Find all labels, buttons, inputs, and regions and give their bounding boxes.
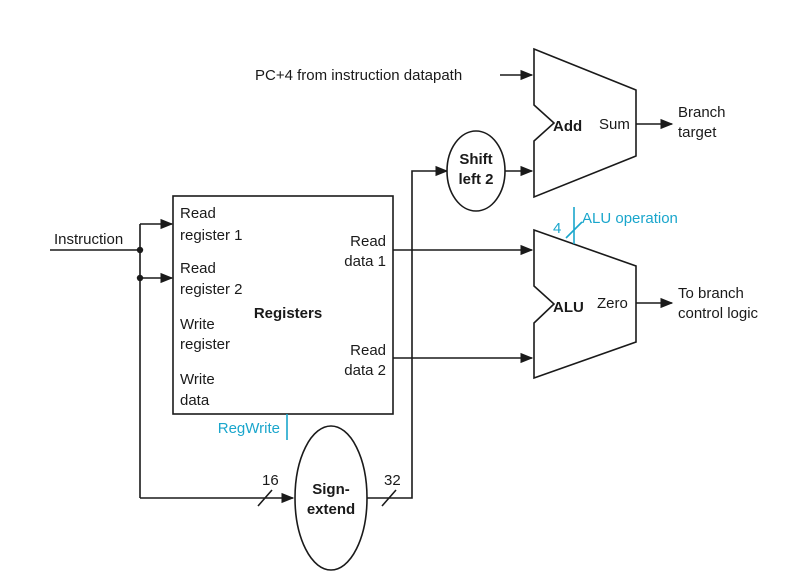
branch-target-label-line2: target [678, 124, 717, 141]
read-register-1-label-line2: register 1 [180, 227, 243, 244]
alu-unit [533, 228, 637, 380]
shift-left-label-line2: left 2 [458, 171, 493, 188]
sign-extend-input-width: 16 [262, 472, 279, 489]
alu-operation-width: 4 [553, 220, 561, 237]
write-register-label-line1: Write [180, 316, 215, 333]
junction-dot [136, 246, 144, 254]
read-register-2-label-line2: register 2 [180, 281, 243, 298]
read-data-2-label-line1: Read [350, 342, 386, 359]
write-data-label-line1: Write [180, 371, 215, 388]
adder-title: Add [553, 118, 582, 135]
sign-extend-output-width: 32 [384, 472, 401, 489]
bus-width-slash-32 [381, 489, 397, 507]
read-data-1-label-line2: data 1 [344, 253, 386, 270]
alu-operation-label: ALU operation [582, 210, 678, 227]
sign-extend-unit [294, 425, 368, 571]
read-data-2-label-line2: data 2 [344, 362, 386, 379]
adder-sum-label: Sum [599, 116, 630, 133]
alu-zero-label: Zero [597, 295, 628, 312]
bus-width-slash-16 [257, 489, 273, 507]
adder-unit [533, 47, 637, 199]
write-data-label-line2: data [180, 392, 210, 409]
shift-left-label-line1: Shift [459, 151, 492, 168]
registers-block [172, 195, 394, 415]
sign-extend-label-line1: Sign- [312, 481, 350, 498]
regwrite-label: RegWrite [218, 420, 280, 437]
instruction-label: Instruction [54, 231, 123, 248]
sign-extend-label-line2: extend [307, 501, 355, 518]
branch-control-label-line2: control logic [678, 305, 759, 322]
branch-control-label-line1: To branch [678, 285, 744, 302]
write-register-label-line2: register [180, 336, 230, 353]
alu-title: ALU [553, 299, 584, 316]
registers-title: Registers [254, 305, 322, 322]
read-register-2-label-line1: Read [180, 260, 216, 277]
read-register-1-label-line1: Read [180, 205, 216, 222]
read-data-1-label-line1: Read [350, 233, 386, 250]
branch-target-label-line1: Branch [678, 104, 726, 121]
bus-width-slash-4 [565, 221, 583, 239]
pc4-label: PC+4 from instruction datapath [255, 67, 462, 84]
